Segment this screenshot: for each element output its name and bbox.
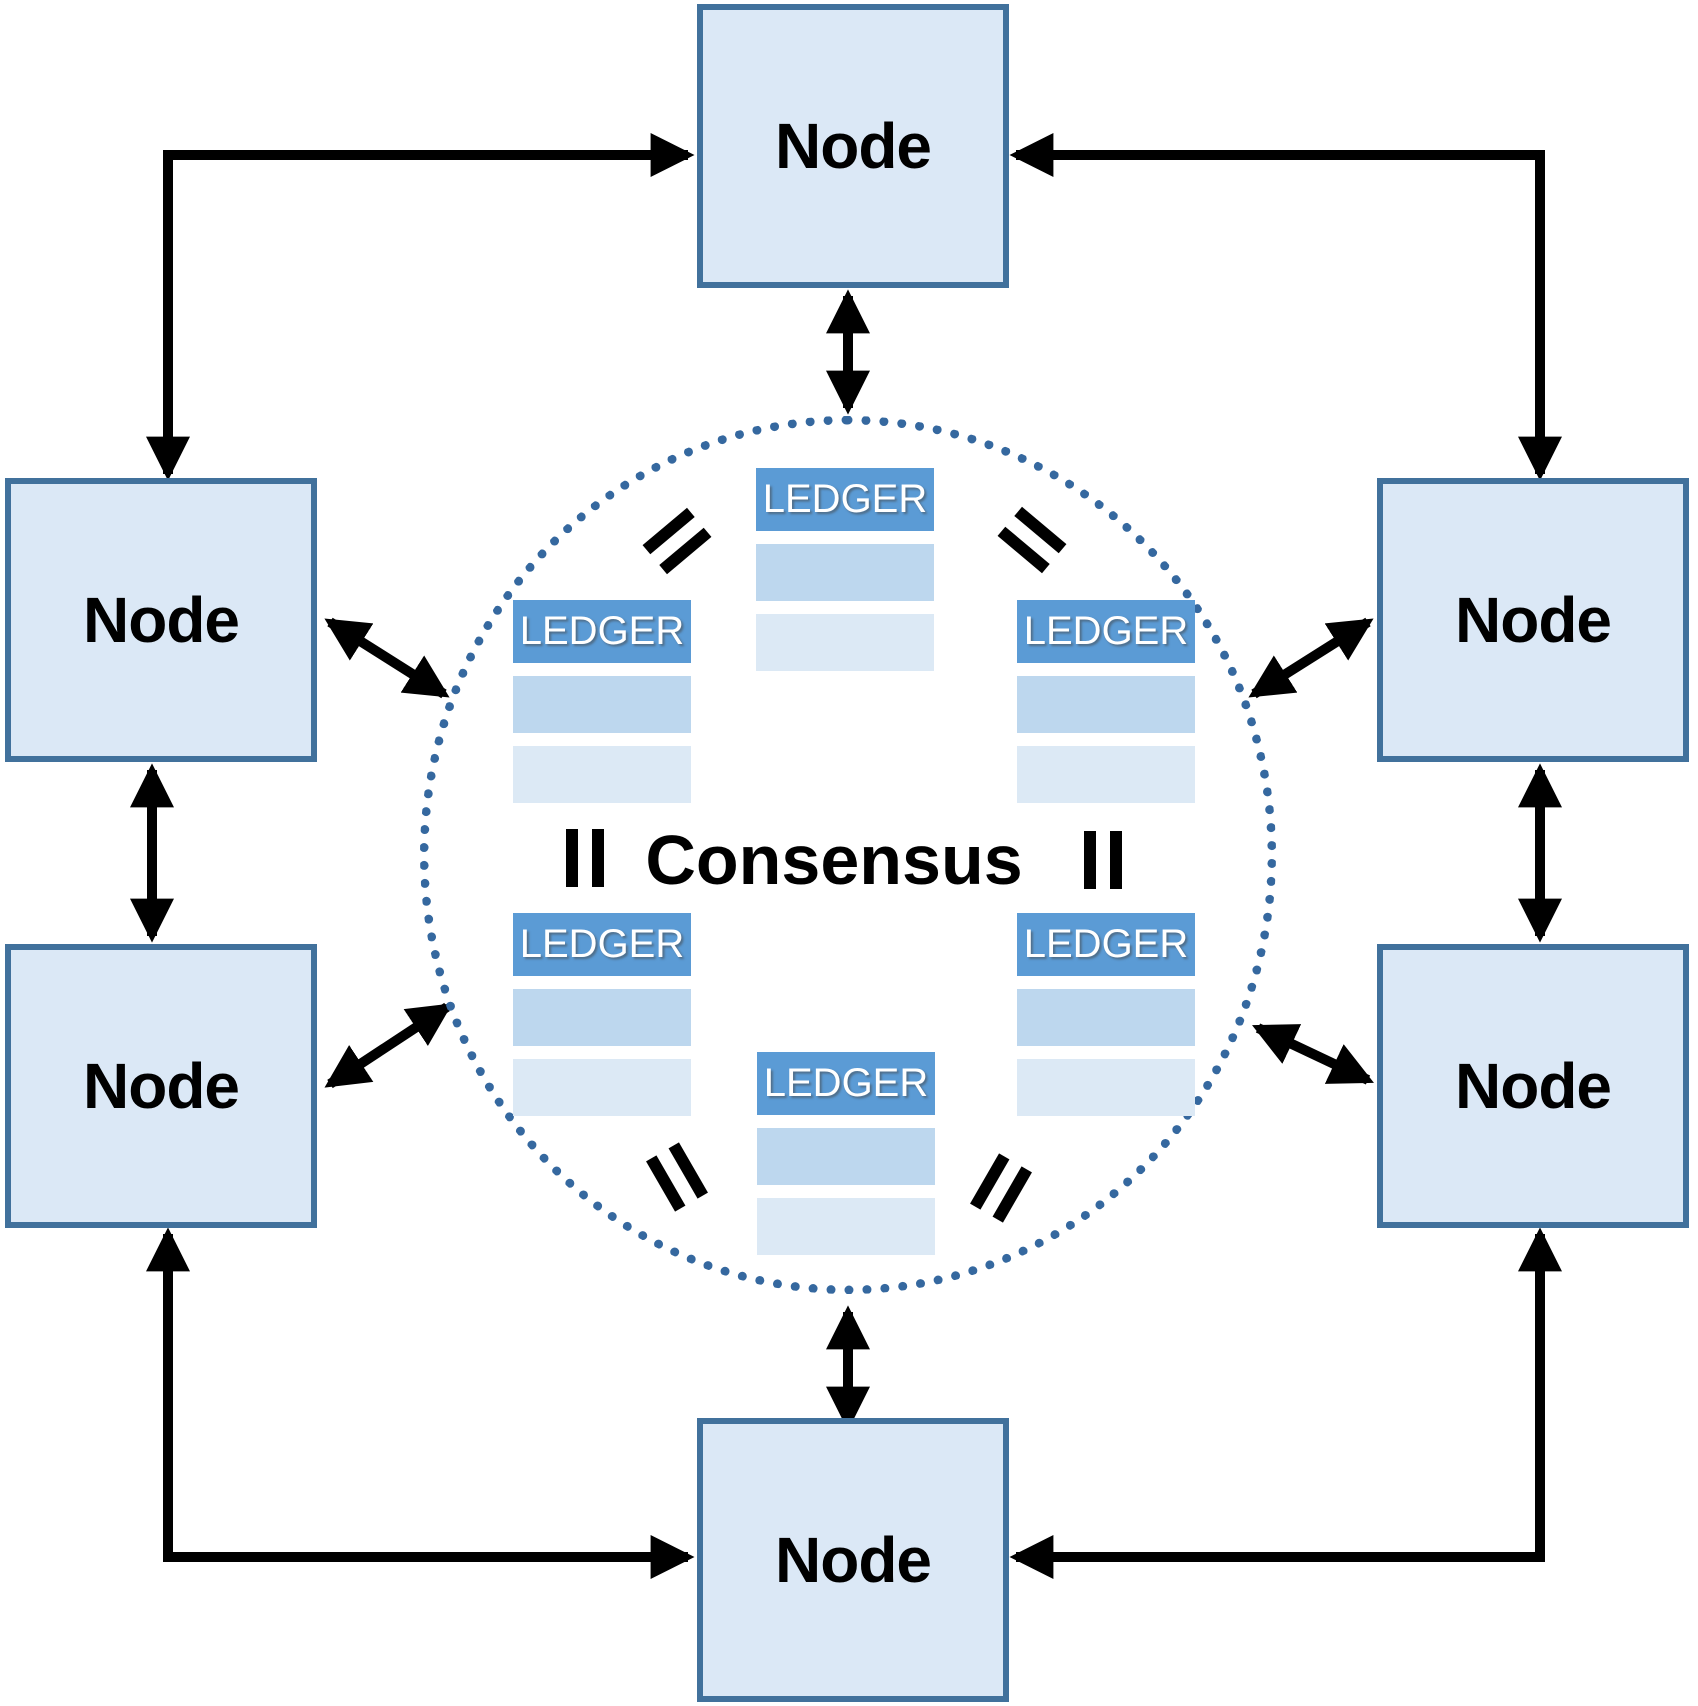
- ledger-lower-left: LEDGER: [513, 913, 691, 1116]
- node-lower-left: Node: [5, 944, 317, 1228]
- node-top: Node: [697, 4, 1009, 288]
- arrow-elbow-bottom-left: [145, 1227, 695, 1580]
- equals-bar: [1084, 831, 1096, 889]
- ledger-title: LEDGER: [757, 1052, 935, 1115]
- ledger-row: [513, 1059, 691, 1116]
- consensus-label: Consensus: [645, 821, 1023, 899]
- equals-bar: [1110, 831, 1122, 889]
- ledger-title: LEDGER: [513, 600, 691, 663]
- arrow-lower-left-node-circle: [324, 1002, 453, 1089]
- node-upper-left: Node: [5, 478, 317, 762]
- node-bottom: Node: [697, 1418, 1009, 1702]
- consensus-circle: [420, 416, 1276, 1294]
- ledger-row: [1017, 1059, 1195, 1116]
- ledger-title: LEDGER: [1017, 913, 1195, 976]
- equals-bar: [566, 829, 578, 887]
- ledger-row: [513, 989, 691, 1046]
- ledger-row: [757, 1128, 935, 1185]
- arrow-upper-left-node-circle: [324, 617, 450, 699]
- ledger-bottom: LEDGER: [757, 1052, 935, 1255]
- ledger-lower-right: LEDGER: [1017, 913, 1195, 1116]
- ledger-row: [1017, 676, 1195, 733]
- ledger-row: [1017, 746, 1195, 803]
- ledger-top: LEDGER: [756, 468, 934, 671]
- ledger-title: LEDGER: [756, 468, 934, 531]
- ledger-row: [757, 1198, 935, 1255]
- ledger-upper-left: LEDGER: [513, 600, 691, 803]
- arrow-elbow-top-left: [145, 132, 695, 481]
- arrow-elbow-bottom-right: [1009, 1227, 1563, 1580]
- node-lower-right: Node: [1377, 944, 1689, 1228]
- ledger-title: LEDGER: [513, 913, 691, 976]
- ledger-row: [513, 746, 691, 803]
- ledger-row: [756, 614, 934, 671]
- equals-icon: [1084, 831, 1122, 889]
- arrow-upper-right-node-circle: [1248, 617, 1374, 699]
- arrow-lower-right-node-circle: [1252, 1023, 1374, 1085]
- node-upper-right: Node: [1377, 478, 1689, 762]
- ledger-row: [1017, 989, 1195, 1046]
- ledger-row: [756, 544, 934, 601]
- ledger-title: LEDGER: [1017, 600, 1195, 663]
- ledger-upper-right: LEDGER: [1017, 600, 1195, 803]
- ledger-row: [513, 676, 691, 733]
- arrow-elbow-top-right: [1009, 132, 1563, 481]
